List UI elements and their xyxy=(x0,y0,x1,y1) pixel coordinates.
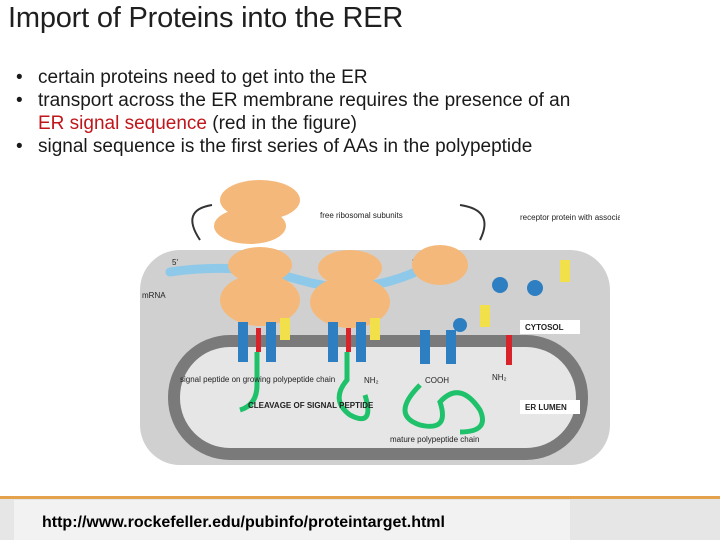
cycle-arrow-left xyxy=(191,204,213,241)
bullet-text: transport across the ER membrane require… xyxy=(38,90,571,111)
pore-right-b xyxy=(446,330,456,364)
receptor-protein-2 xyxy=(370,318,380,340)
receptor-label: receptor protein with associated pore xyxy=(520,213,620,222)
ribosome-small-1 xyxy=(228,247,292,283)
bullet-item: certain proteins need to get into the ER xyxy=(16,66,716,89)
slide-footer: http://www.rockefeller.edu/pubinfo/prote… xyxy=(0,496,720,540)
free-pore-subunit-2 xyxy=(527,280,543,296)
ribosome-small-2 xyxy=(318,250,382,286)
bullet-item: signal sequence is the first series of A… xyxy=(16,135,716,158)
highlight-text: ER signal sequence xyxy=(38,113,207,134)
cleaved-signal-peptide xyxy=(506,335,512,365)
pore-left-b xyxy=(266,322,276,362)
cycle-arrow-right xyxy=(459,204,486,241)
ribosome-releasing xyxy=(412,245,468,285)
nh2-label-2: NH₂ xyxy=(492,373,507,382)
footer-accent-bar xyxy=(0,496,720,499)
signal-sequence-2 xyxy=(346,328,351,352)
free-subunits-label: free ribosomal subunits xyxy=(320,211,403,220)
five-prime-label: 5' xyxy=(172,258,178,267)
receptor-protein-4 xyxy=(560,260,570,282)
slide-title: Import of Proteins into the RER xyxy=(8,2,404,34)
mature-polypeptide-chain xyxy=(402,383,485,435)
ribosome-large-1 xyxy=(220,274,300,326)
bullet-item: transport across the ER membrane require… xyxy=(16,89,716,135)
ribosome-large-2 xyxy=(310,276,390,328)
mature-chain-label: mature polypeptide chain xyxy=(390,435,479,444)
bullet-list: certain proteins need to get into the ER… xyxy=(16,66,716,158)
receptor-protein-1 xyxy=(280,318,290,340)
source-url-link[interactable]: http://www.rockefeller.edu/pubinfo/prote… xyxy=(42,514,445,531)
pore-left-a xyxy=(238,322,248,362)
bullet-text-rest: (red in the figure) xyxy=(207,113,357,134)
signal-peptide-label: signal peptide on growing polypeptide ch… xyxy=(180,375,335,384)
signal-sequence-1 xyxy=(256,328,261,352)
mrna-strand xyxy=(165,263,425,292)
free-ribosome-small xyxy=(214,208,286,244)
cytosol-label: CYTOSOL xyxy=(525,323,564,332)
bullet-text: certain proteins need to get into the ER xyxy=(38,67,368,88)
cleavage-label: CLEAVAGE OF SIGNAL PEPTIDE xyxy=(248,401,374,410)
footer-url-box: http://www.rockefeller.edu/pubinfo/prote… xyxy=(14,500,570,540)
diagram-svg: free ribosomal subunits receptor protein… xyxy=(140,180,652,465)
er-lumen-tag-bg xyxy=(520,400,580,414)
rer-import-diagram: free ribosomal subunits receptor protein… xyxy=(120,170,652,495)
cooh-label: COOH xyxy=(425,376,449,385)
er-lumen-label: ER LUMEN xyxy=(525,403,567,412)
receptor-protein-3 xyxy=(480,305,490,327)
nh2-label-1: NH₂ xyxy=(364,376,379,385)
pore-mid-a xyxy=(328,322,338,362)
polypeptide-chain-2 xyxy=(336,352,371,422)
er-lumen-region xyxy=(180,347,576,448)
free-pore-subunit-3 xyxy=(453,318,467,332)
pore-mid-b xyxy=(356,322,366,362)
free-pore-subunit-1 xyxy=(492,277,508,293)
mrna-label: mRNA xyxy=(142,291,166,300)
bullet-text: signal sequence is the first series of A… xyxy=(38,136,533,157)
cytosol-tag-bg xyxy=(520,320,580,334)
polypeptide-chain-1 xyxy=(239,352,260,413)
pore-right-a xyxy=(420,330,430,364)
